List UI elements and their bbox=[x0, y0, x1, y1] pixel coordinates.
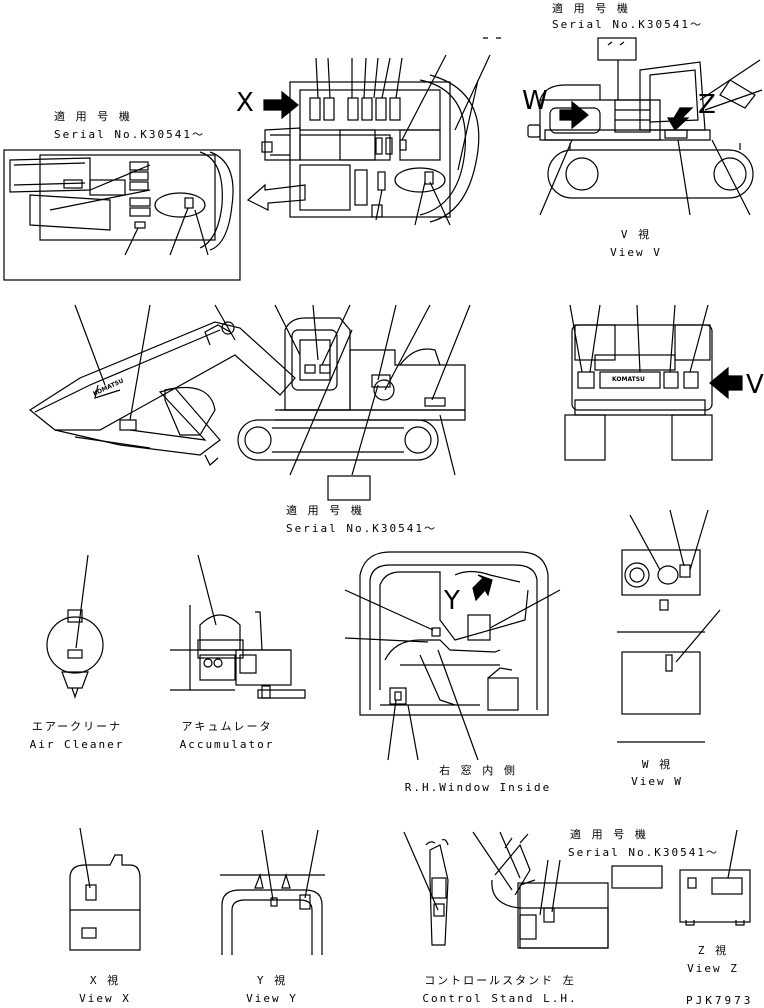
view-y-label-jp: Y 視 bbox=[256, 974, 288, 987]
view-w-figure bbox=[617, 509, 721, 743]
rh-window-label-en: R.H.Window Inside bbox=[404, 781, 552, 794]
air-cleaner-label-en: Air Cleaner bbox=[29, 738, 125, 751]
excavator-side bbox=[28, 304, 471, 501]
arrow-y-letter: Y bbox=[444, 586, 460, 616]
view-y-label-en: View Y bbox=[246, 992, 298, 1005]
arrow-z-letter: Z bbox=[698, 90, 716, 120]
arrow-y bbox=[472, 574, 493, 602]
arrow-v-letter: V bbox=[746, 370, 764, 400]
control-stand-figure bbox=[403, 831, 663, 949]
accumulator-label-en: Accumulator bbox=[179, 738, 275, 751]
drawing-code: PJK7973 bbox=[686, 994, 754, 1007]
serial-label-jp-mid: 適 用 号 機 bbox=[286, 504, 364, 517]
accumulator-label-jp: アキュムレータ bbox=[181, 720, 273, 733]
view-w-label-en: View W bbox=[631, 775, 683, 788]
rear-view bbox=[564, 304, 713, 461]
view-x-label-jp: X 視 bbox=[89, 974, 121, 987]
arrow-z bbox=[666, 107, 694, 131]
air-cleaner-label-jp: エアークリーナ bbox=[31, 720, 123, 733]
view-v-label-jp: V 視 bbox=[620, 228, 652, 241]
view-z-label-jp: Z 視 bbox=[697, 944, 729, 957]
brand-decal-rear: KOMATSU bbox=[612, 376, 645, 383]
cab-window-figure bbox=[344, 551, 561, 761]
view-x-figure bbox=[69, 827, 141, 951]
arrow-w-letter: W bbox=[522, 86, 548, 116]
accumulator-figure bbox=[170, 554, 306, 699]
arrow-v bbox=[709, 366, 743, 400]
serial-label-jp-bottom: 適 用 号 機 bbox=[570, 828, 648, 841]
view-y-figure bbox=[220, 829, 325, 955]
inset-box bbox=[3, 149, 241, 281]
serial-label-jp-inset: 適 用 号 機 bbox=[54, 110, 132, 123]
view-z-figure bbox=[679, 829, 751, 926]
view-w-label-jp: W 視 bbox=[641, 758, 673, 771]
control-stand-label-en: Control Stand L.H. bbox=[422, 992, 578, 1005]
view-v-label-en: View V bbox=[610, 246, 662, 259]
air-cleaner-figure bbox=[46, 554, 104, 699]
rh-window-label-jp: 右 窓 内 側 bbox=[439, 764, 517, 777]
view-z-label-en: View Z bbox=[687, 962, 739, 975]
arrow-x-letter: X bbox=[236, 88, 254, 118]
side-view-top bbox=[527, 37, 763, 216]
arrow-w bbox=[559, 100, 589, 130]
arrow-x bbox=[263, 90, 299, 120]
serial-label-en-top: Serial No.K30541～ bbox=[552, 18, 703, 31]
serial-label-en-bottom: Serial No.K30541～ bbox=[568, 846, 719, 859]
view-x-label-en: View X bbox=[79, 992, 131, 1005]
plan-view-top bbox=[246, 37, 501, 226]
serial-label-jp-top: 適 用 号 機 bbox=[552, 2, 630, 15]
control-stand-label-jp: コントロールスタンド 左 bbox=[424, 974, 576, 987]
serial-label-en-inset: Serial No.K30541～ bbox=[54, 128, 205, 141]
serial-label-en-mid: Serial No.K30541～ bbox=[286, 522, 437, 535]
